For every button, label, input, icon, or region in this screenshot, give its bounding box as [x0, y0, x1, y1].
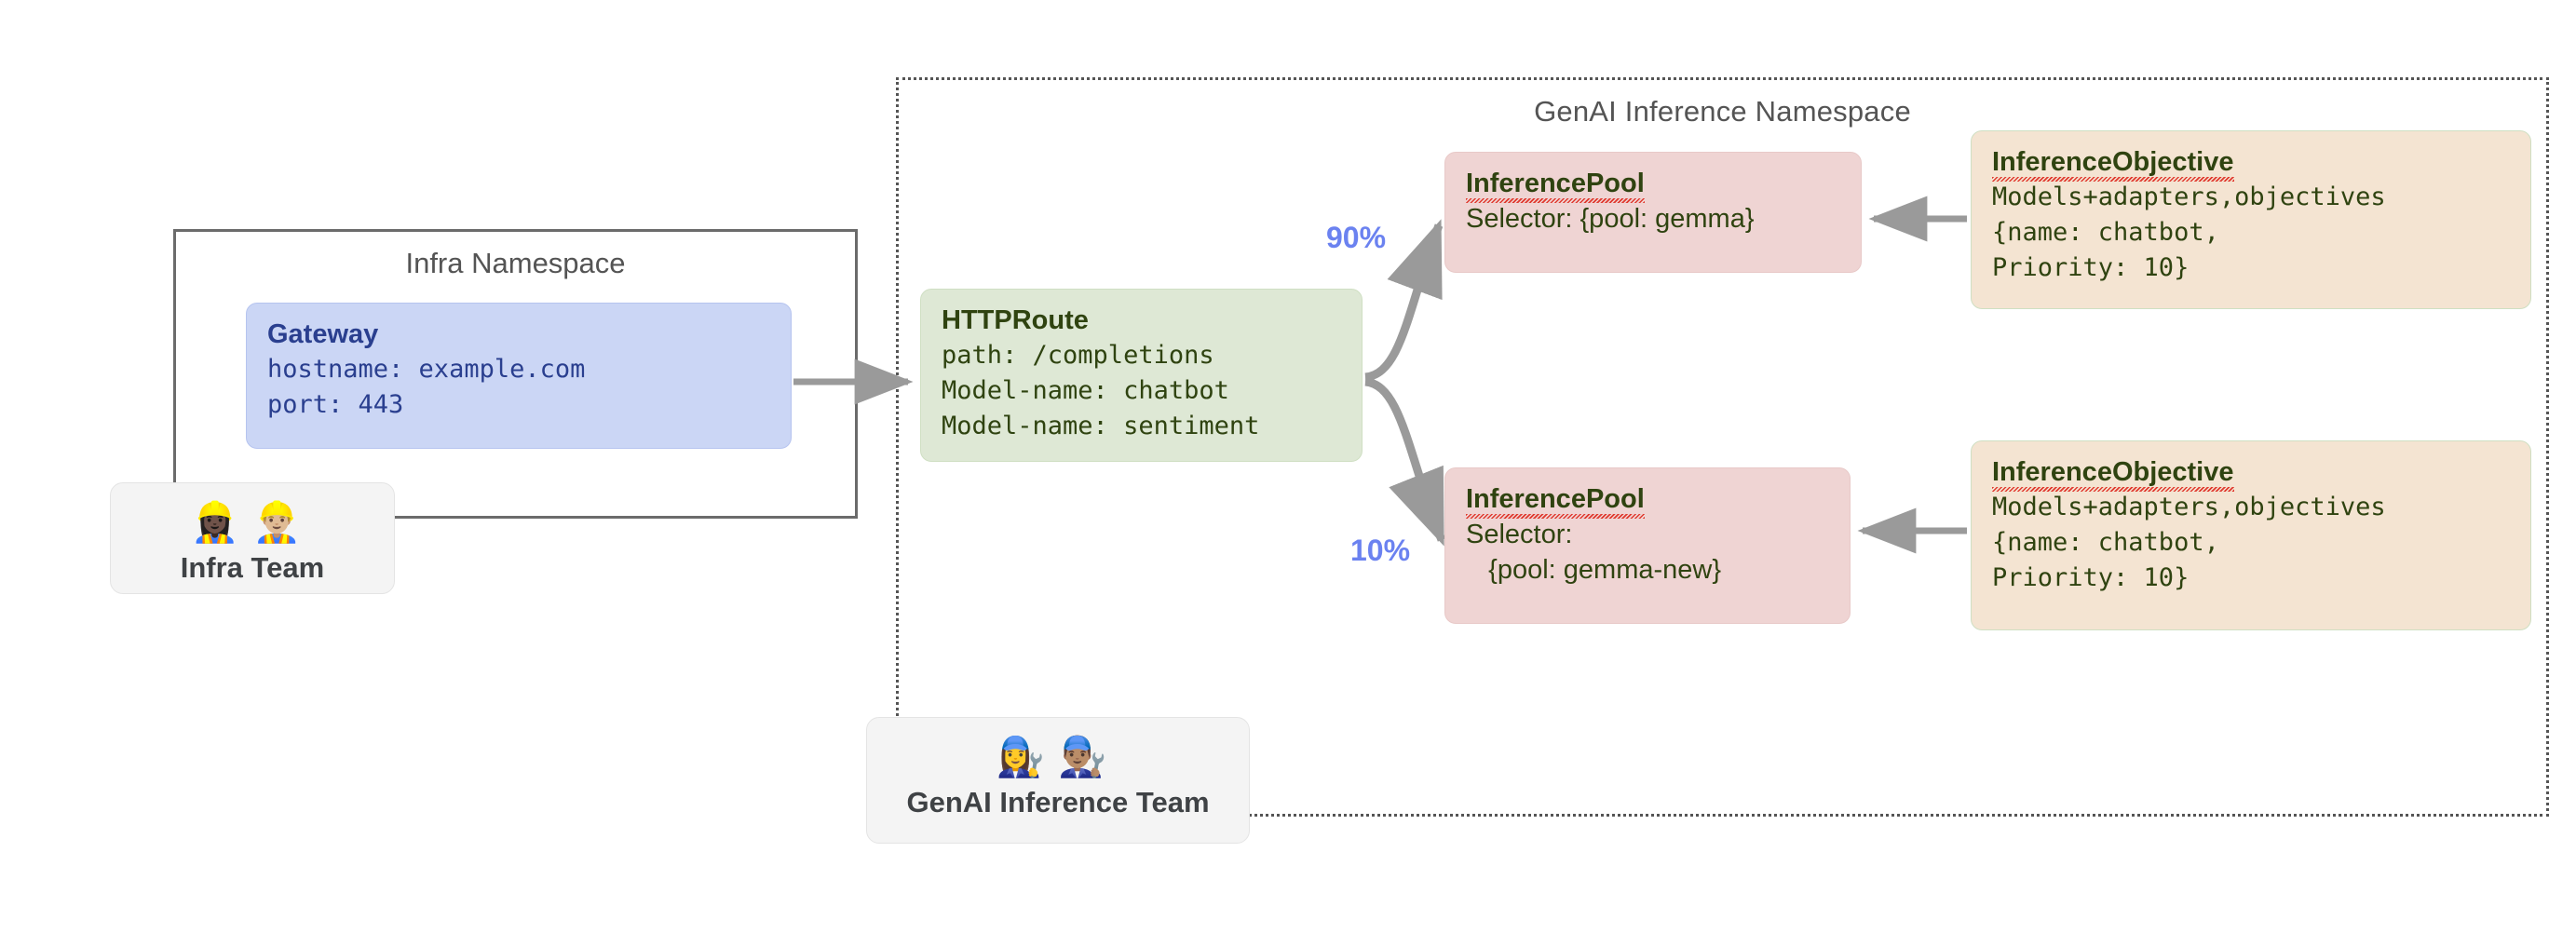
infra-team-label: Infra Team: [180, 551, 325, 584]
spellcheck-underline-text: InferencePool: [1466, 481, 1645, 519]
spellcheck-underline-text: InferenceObjective: [1992, 144, 2234, 182]
inferenceobjective-bottom-title: InferenceObjective: [1992, 454, 2512, 492]
construction-worker-icons: 👷🏿‍♀️👷🏼‍♂️: [190, 500, 315, 544]
traffic-weight-label-10: 10%: [1350, 534, 1411, 567]
inferencepool-gemma-new-title: InferencePool: [1466, 481, 1831, 519]
inferenceobjective-bottom-line-1: Models+adapters,objectives: [1992, 493, 2386, 521]
inferenceobjective-top-node[interactable]: InferenceObjective Models+adapters,objec…: [1971, 130, 2531, 309]
gateway-port: port: 443: [267, 390, 404, 419]
inferenceobjective-top-line-1: Models+adapters,objectives: [1992, 183, 2386, 211]
httproute-node[interactable]: HTTPRoute path: /completions Model-name:…: [920, 289, 1363, 462]
httproute-title: HTTPRoute: [942, 305, 1089, 335]
genai-inference-namespace-title: GenAI Inference Namespace: [1534, 95, 1911, 128]
inferenceobjective-bottom-line-3: Priority: 10}: [1992, 563, 2190, 592]
inferenceobjective-top-line-3: Priority: 10}: [1992, 253, 2190, 282]
inferencepool-gemma-new-selector-label: Selector:: [1466, 520, 1573, 549]
gateway-hostname: hostname: example.com: [267, 355, 586, 384]
genai-inference-namespace-boundary: [896, 77, 2549, 817]
traffic-weight-label-90: 90%: [1326, 221, 1387, 254]
inferencepool-gemma-title: InferencePool: [1466, 166, 1842, 203]
genai-inference-team-chip[interactable]: 👩‍🔧👨🏽‍🔧 GenAI Inference Team: [866, 717, 1250, 844]
inferencepool-gemma-selector: Selector: {pool: gemma}: [1466, 204, 1755, 234]
inferenceobjective-bottom-node[interactable]: InferenceObjective Models+adapters,objec…: [1971, 440, 2531, 630]
inferenceobjective-bottom-line-2: {name: chatbot,: [1992, 528, 2219, 557]
httproute-model-name-chatbot: Model-name: chatbot: [942, 376, 1229, 405]
mechanic-icons: 👩‍🔧👨🏽‍🔧: [996, 735, 1120, 778]
spellcheck-underline-text: InferencePool: [1466, 166, 1645, 203]
httproute-path: path: /completions: [942, 341, 1214, 370]
inferenceobjective-top-line-2: {name: chatbot,: [1992, 218, 2219, 247]
inferencepool-gemma-new-selector-value: {pool: gemma-new}: [1466, 555, 1722, 585]
infra-team-chip[interactable]: 👷🏿‍♀️👷🏼‍♂️ Infra Team: [110, 482, 395, 594]
genai-inference-team-label: GenAI Inference Team: [906, 786, 1210, 818]
httproute-model-name-sentiment: Model-name: sentiment: [942, 412, 1260, 440]
spellcheck-underline-text: InferenceObjective: [1992, 454, 2234, 492]
gateway-title: Gateway: [267, 319, 379, 349]
inferencepool-gemma-node[interactable]: InferencePool Selector: {pool: gemma}: [1444, 152, 1862, 273]
inferencepool-gemma-new-node[interactable]: InferencePool Selector: {pool: gemma-new…: [1444, 467, 1851, 624]
gateway-node[interactable]: Gateway hostname: example.com port: 443: [246, 303, 792, 449]
infra-namespace-title: Infra Namespace: [405, 247, 626, 279]
inferenceobjective-top-title: InferenceObjective: [1992, 144, 2512, 182]
